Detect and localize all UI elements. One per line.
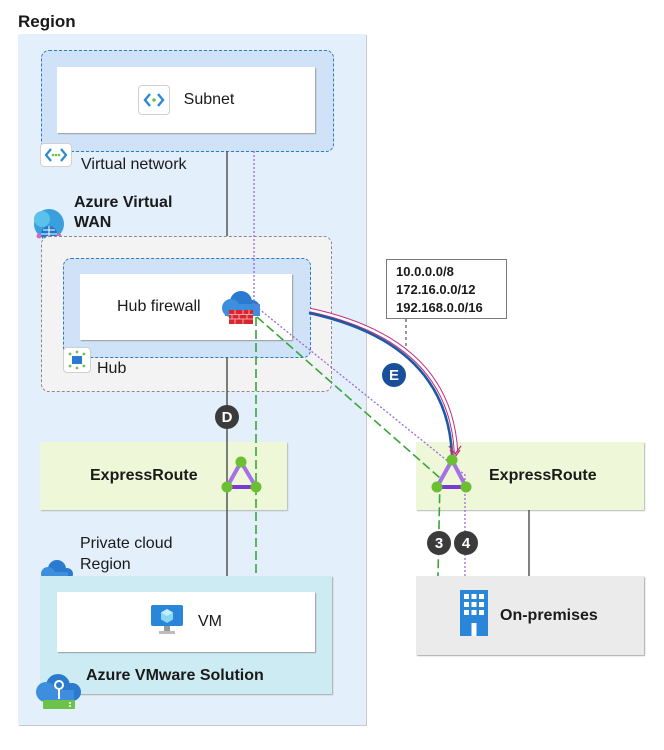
expressroute-right-label: ExpressRoute <box>489 467 597 484</box>
firewall-icon <box>219 288 263 333</box>
subnet-icon <box>137 85 170 115</box>
traffic-path-4 <box>253 151 466 576</box>
expressroute-left-icon <box>221 456 262 493</box>
expressroute-left-box: ExpressRoute <box>40 442 287 510</box>
route-cidr: 192.168.0.0/16 <box>396 300 483 315</box>
azure-vmware-solution-title: Azure VMware Solution <box>86 667 264 684</box>
building-icon <box>460 590 488 641</box>
private-cloud-label: Private cloud Region <box>80 533 173 575</box>
on-premises-box: On-premises <box>416 576 644 655</box>
virtual-wan-title: Azure Virtual WAN <box>74 193 172 233</box>
virtual-wan-title-line2: WAN <box>74 214 112 231</box>
route-arc-white <box>309 308 458 453</box>
virtual-wan-title-line1: Azure Virtual <box>74 194 173 211</box>
badge-e: E <box>382 363 406 387</box>
route-cidr: 10.0.0.0/8 <box>396 264 454 279</box>
virtual-network-icon <box>40 143 72 167</box>
subnet-box: Subnet <box>57 67 315 133</box>
virtual-network-label: Virtual network <box>81 156 187 173</box>
subnet-label: Subnet <box>183 91 235 108</box>
vm-icon <box>150 604 184 641</box>
route-arc-blue <box>308 311 454 456</box>
hub-label: Hub <box>97 360 127 377</box>
expressroute-left-label: ExpressRoute <box>90 467 198 484</box>
on-premises-label: On-premises <box>500 606 598 624</box>
virtual-wan-icon <box>30 207 68 250</box>
expressroute-right-icon <box>431 454 472 493</box>
vm-box: VM <box>57 592 315 652</box>
advertised-routes-box: 10.0.0.0/8 172.16.0.0/12 192.168.0.0/16 <box>386 259 507 319</box>
private-cloud-line2: Region <box>80 556 131 573</box>
badge-d: D <box>215 405 239 429</box>
hub-icon <box>63 347 91 373</box>
vm-label: VM <box>198 613 222 630</box>
private-cloud-line1: Private cloud <box>80 535 173 552</box>
region-title: Region <box>18 12 76 31</box>
traffic-path-3-right <box>256 316 441 577</box>
badge-4: 4 <box>454 531 478 555</box>
azure-vmware-solution-icon <box>34 672 86 717</box>
badge-3: 3 <box>427 531 451 555</box>
route-cidr: 172.16.0.0/12 <box>396 282 476 297</box>
hub-firewall-label: Hub firewall <box>117 298 201 315</box>
